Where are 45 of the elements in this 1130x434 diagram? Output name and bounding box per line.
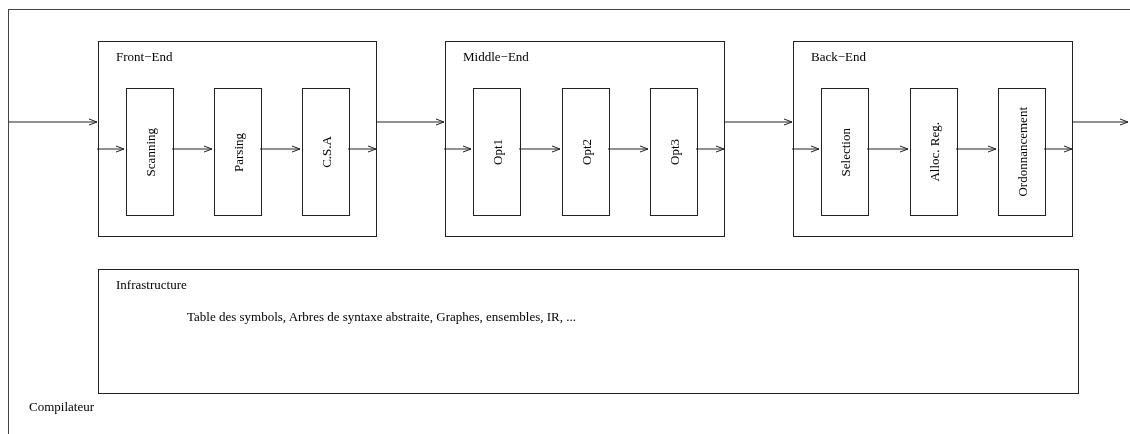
- stage-title: Back−End: [811, 50, 866, 63]
- process-label: Opt2: [579, 139, 593, 165]
- arrow: [96, 145, 125, 153]
- arrow: [259, 145, 301, 153]
- process-label: Opt1: [490, 139, 504, 165]
- arrow: [1071, 118, 1129, 126]
- arrow: [443, 145, 472, 153]
- arrow: [866, 145, 909, 153]
- process-box: [302, 88, 350, 216]
- stage-title: Front−End: [116, 50, 173, 63]
- arrow: [518, 145, 561, 153]
- arrow: [791, 145, 820, 153]
- process-label: Parsing: [231, 132, 245, 172]
- arrow: [375, 118, 445, 126]
- process-box: [214, 88, 262, 216]
- stage-title: Middle−End: [463, 50, 529, 63]
- process-label: Ordonnancement: [1015, 107, 1029, 197]
- process-label: Selection: [838, 127, 852, 177]
- process-box: [473, 88, 521, 216]
- arrow: [171, 145, 213, 153]
- stage-box: [793, 41, 1073, 237]
- process-label: C.S.A: [319, 136, 333, 168]
- stage-box: [445, 41, 725, 237]
- stage-box: [98, 41, 377, 237]
- stage-description: Table des symbols, Arbres de syntaxe abstraite, Graphes, ensembles, IR, ...: [187, 310, 576, 323]
- arrow: [723, 118, 793, 126]
- process-box: [650, 88, 698, 216]
- process-label: Scanning: [143, 127, 157, 177]
- frame-title: Compilateur: [29, 400, 94, 413]
- compiler-frame: [8, 9, 1130, 434]
- process-label: Opt3: [667, 139, 681, 165]
- process-box: [821, 88, 869, 216]
- arrow: [607, 145, 649, 153]
- arrow: [695, 145, 725, 153]
- infrastructure-box: [98, 269, 1079, 394]
- process-box: [126, 88, 174, 216]
- arrow: [347, 145, 377, 153]
- arrow: [1043, 145, 1073, 153]
- stage-title: Infrastructure: [116, 278, 187, 291]
- process-box: [562, 88, 610, 216]
- arrow: [7, 118, 98, 126]
- process-box: [910, 88, 958, 216]
- arrow: [955, 145, 997, 153]
- process-box: [998, 88, 1046, 216]
- process-label: Alloc. Reg.: [927, 122, 941, 182]
